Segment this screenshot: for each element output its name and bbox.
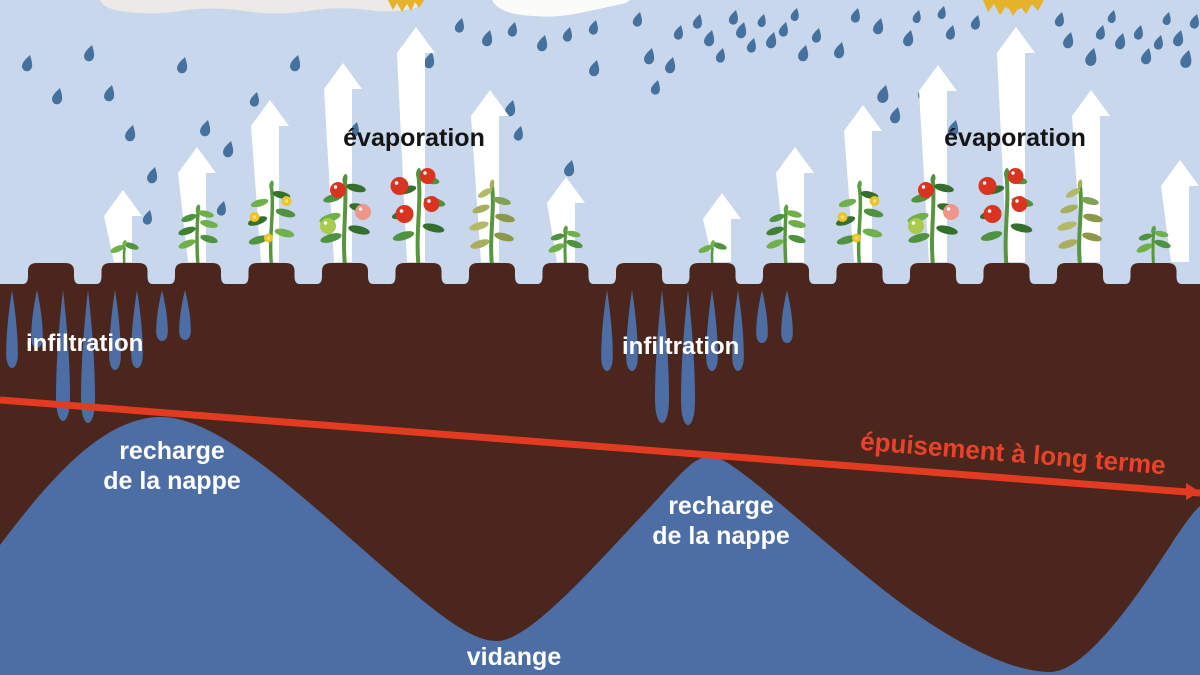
recharge-label-left: recharge de la nappe: [103, 437, 241, 495]
infiltration-label-center: infiltration: [622, 333, 740, 360]
cloud-icon: [100, 0, 630, 17]
drainage-label: vidange: [466, 643, 562, 671]
sun-icon: [388, 0, 1044, 16]
infiltration-drops-layer: [6, 290, 793, 425]
depletion-trend-line-icon: [0, 396, 1200, 500]
recharge-label-center: recharge de la nappe: [652, 492, 790, 550]
groundwater-layer: [0, 416, 1200, 675]
evaporation-label-right: évaporation: [944, 124, 1086, 152]
evaporation-label-left: évaporation: [343, 124, 485, 152]
infiltration-label-left: infiltration: [26, 330, 144, 357]
